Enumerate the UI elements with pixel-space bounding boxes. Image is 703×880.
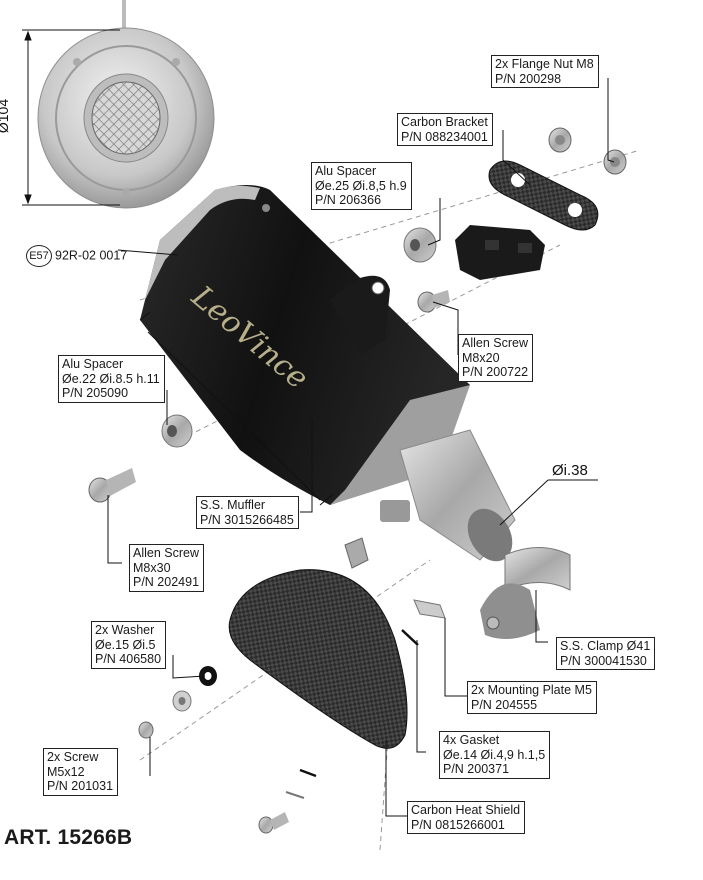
gasket-part: [299, 768, 317, 778]
inlet-pipe: [380, 429, 516, 562]
allen-screw-m8x20-part: [417, 290, 450, 313]
length-dimension: [139, 311, 333, 506]
carbon-bracket-part: [488, 160, 599, 231]
label-line: Øe.15 Øi.5: [95, 637, 156, 652]
label-line: S.S. Muffler: [200, 498, 266, 512]
label-line: P/N 200298: [495, 71, 562, 86]
label-line: P/N 0815266001: [411, 817, 505, 832]
gasket-part: [401, 629, 419, 646]
label-line: 2x Screw: [47, 750, 99, 764]
label-line: P/N 206366: [315, 193, 382, 207]
label-line: Øe.22 Øi.8.5 h.11: [62, 371, 160, 386]
alu-spacer-25-part: [403, 227, 437, 263]
alu-spacer-22-part: [161, 414, 193, 448]
label-line: P/N 200371: [443, 762, 510, 776]
allen-screw-m8x30-part: [88, 468, 136, 503]
washer-part: [172, 666, 217, 712]
muffler-body: [140, 185, 470, 505]
homologation-mark: E57: [26, 245, 52, 267]
article-number: ART. 15266B: [4, 826, 133, 849]
assembly-axis: [139, 559, 431, 761]
label-line: Carbon Heat Shield: [411, 803, 521, 817]
label-line: Øe.14 Øi.4,9 h.1,5: [443, 747, 546, 762]
label-line: S.S. Clamp Ø41: [560, 639, 651, 653]
label-line: 2x Mounting Plate M5: [471, 683, 592, 697]
assembly-axis: [179, 244, 561, 441]
label-line: Øe.25 Øi.8,5 h.9: [315, 178, 407, 193]
mounting-plate-part: [344, 537, 369, 569]
label-line: P/N 205090: [62, 386, 129, 400]
screw-m5x12-part: [138, 721, 289, 834]
label-line: 4x Gasket: [443, 733, 500, 747]
diameter-label: Ø104: [0, 98, 12, 134]
label-line: Alu Spacer: [315, 164, 377, 178]
label-line: P/N 406580: [95, 652, 162, 666]
label-line: 2x Washer: [95, 623, 155, 637]
label-line: P/N 088234001: [401, 129, 488, 144]
inner-diameter-label: Øi.38: [552, 462, 588, 479]
label-line: P/N 300041530: [560, 653, 647, 668]
endcap-view: [37, 0, 215, 209]
label-line: Allen Screw: [462, 336, 528, 350]
label-line: P/N 3015266485: [200, 512, 294, 527]
label-line: P/N 201031: [47, 779, 114, 793]
label-line: Carbon Bracket: [401, 115, 488, 129]
mounting-plate-part: [413, 599, 446, 619]
ss-clamp-part: [480, 547, 571, 639]
label-line: P/N 204555: [471, 697, 538, 712]
label-line: P/N 202491: [133, 575, 200, 589]
label-line: Alu Spacer: [62, 357, 124, 371]
label-line: M8x30: [133, 560, 171, 575]
black-bracket-part: [455, 225, 545, 280]
leader-lines: [107, 78, 615, 817]
gasket-part: [285, 791, 305, 799]
carbon-heat-shield-part: [228, 569, 408, 749]
label-line: P/N 200722: [462, 365, 529, 379]
label-line: M8x20: [462, 350, 500, 365]
diameter-dimension: [22, 29, 120, 206]
assembly-axis: [139, 149, 641, 301]
label-line: M5x12: [47, 764, 85, 779]
label-line: 2x Flange Nut M8: [495, 57, 594, 71]
label-line: Allen Screw: [133, 546, 199, 560]
flange-nut-part: [548, 127, 627, 175]
homologation-number: 92R-02 0017: [55, 248, 128, 263]
